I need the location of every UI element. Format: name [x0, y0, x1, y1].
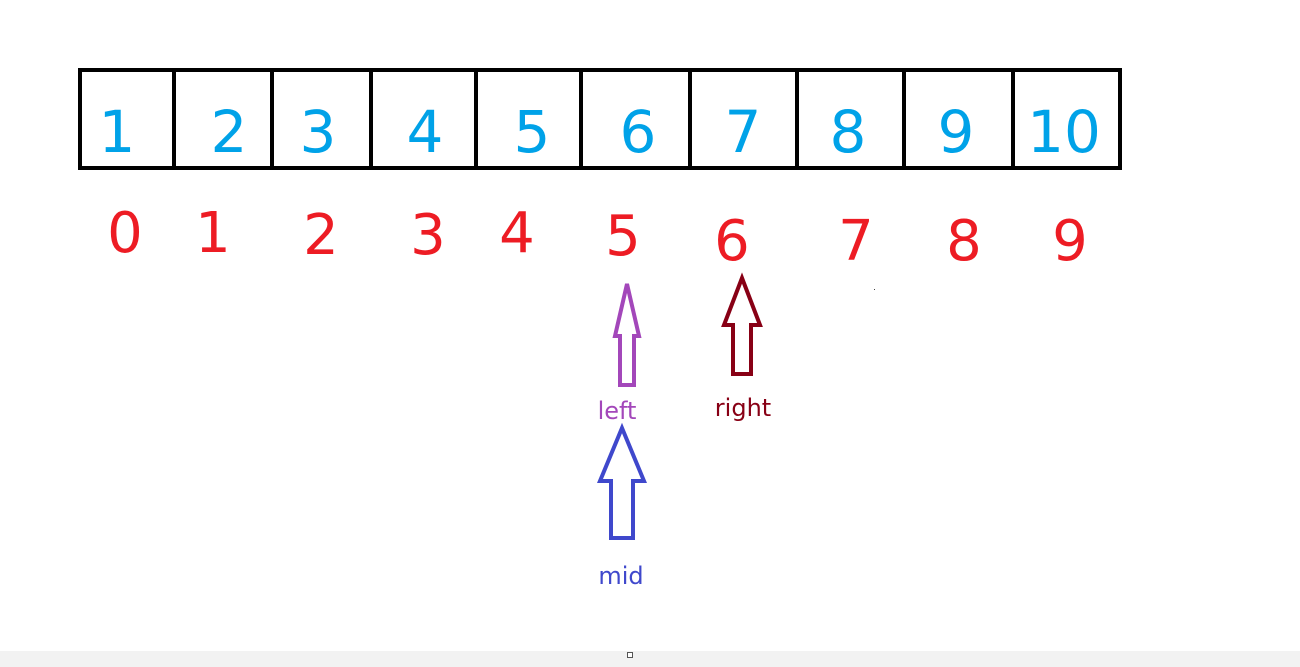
array-value: 8	[830, 98, 867, 166]
array-cell	[1011, 68, 1122, 170]
array-value: 10	[1027, 98, 1101, 166]
array-value: 7	[725, 98, 762, 166]
array-index: 7	[838, 209, 874, 274]
stray-dot	[874, 289, 875, 290]
array-value: 4	[407, 98, 444, 166]
mid-pointer-label: mid	[598, 562, 643, 590]
array-index: 1	[195, 201, 231, 266]
left-pointer-label: left	[598, 397, 637, 425]
array-value: 3	[300, 98, 337, 166]
bottom-scroll-bar	[0, 651, 1300, 667]
right-pointer-label: right	[715, 394, 771, 422]
mid-pointer-arrow-icon	[597, 422, 647, 540]
array-index: 9	[1052, 209, 1088, 274]
array-value: 6	[620, 98, 657, 166]
array-value: 5	[514, 98, 551, 166]
array-index: 8	[946, 209, 982, 274]
array-index: 0	[107, 201, 143, 266]
array-value: 9	[938, 98, 975, 166]
array-value: 2	[211, 98, 248, 166]
array-index: 3	[410, 203, 446, 268]
array-index: 4	[499, 201, 535, 266]
array-index: 2	[303, 203, 339, 268]
right-pointer-arrow-icon	[721, 272, 763, 376]
array-value: 1	[99, 98, 136, 166]
left-pointer-arrow-icon	[612, 283, 642, 387]
array-cells	[78, 68, 1122, 170]
pointers: left right mid	[597, 272, 771, 590]
resize-handle-icon	[627, 652, 633, 658]
array-index: 5	[605, 204, 641, 269]
array-index: 6	[714, 209, 750, 274]
